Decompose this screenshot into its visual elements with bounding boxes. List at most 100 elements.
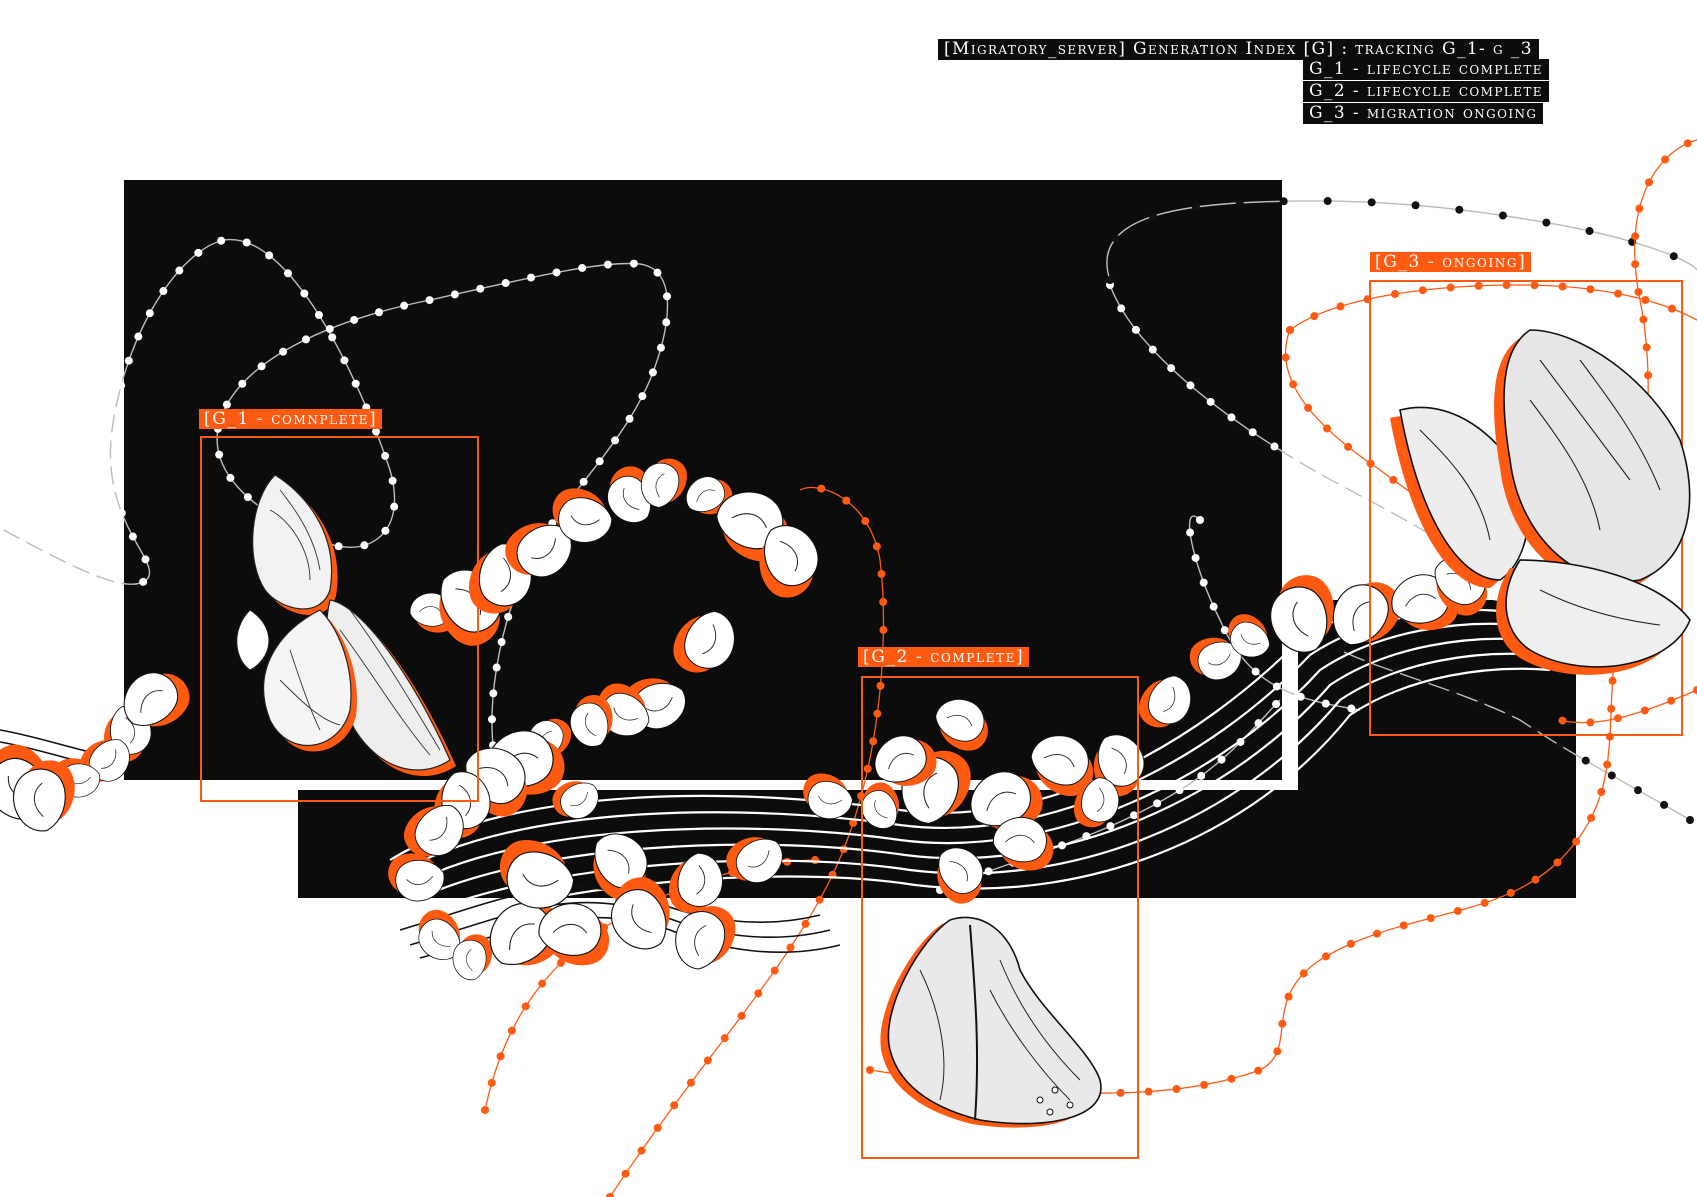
path-dot: [1360, 494, 1369, 503]
path-dot: [1530, 725, 1539, 734]
path-dot: [1446, 283, 1455, 292]
path-dot: [1321, 699, 1330, 708]
tag-g1: [G_1 - comnplete]: [199, 409, 383, 429]
path-dot: [1686, 816, 1694, 824]
path-dot: [770, 966, 779, 975]
path-dot: [1323, 424, 1332, 433]
path-dot: [1186, 528, 1195, 537]
path-dot: [1130, 811, 1139, 820]
path-dot: [653, 268, 662, 277]
tag-g2: [G_2 - complete]: [858, 647, 1030, 667]
path-dot: [656, 343, 665, 352]
path-dot: [265, 251, 274, 260]
path-dot: [1586, 718, 1595, 727]
path-dot: [1667, 304, 1676, 313]
path-dot: [1227, 1074, 1236, 1083]
path-dot: [786, 943, 795, 952]
path-dot: [1217, 755, 1226, 764]
flight-path-black-dots: [1106, 197, 1694, 824]
path-dot: [1191, 202, 1200, 211]
path-dot: [194, 248, 203, 257]
path-dot: [556, 958, 565, 967]
path-dot: [1411, 201, 1420, 210]
path-dot: [638, 392, 647, 401]
path-dot: [243, 493, 252, 502]
path-dot: [1323, 197, 1332, 206]
path-dot: [351, 379, 360, 388]
path-dot: [124, 356, 133, 365]
path-dot: [284, 269, 293, 278]
server-header: [Migratory_server] Generation Index [G] …: [938, 39, 1539, 60]
path-dot: [1273, 1047, 1282, 1056]
flight-path-white-dots: [0, 236, 1480, 894]
path-dot: [279, 347, 288, 356]
path-dot: [1587, 813, 1596, 822]
path-dot: [1346, 939, 1355, 948]
path-dot: [1235, 198, 1244, 207]
path-dot: [107, 432, 116, 441]
path-dot: [1279, 197, 1288, 206]
path-dot: [496, 1052, 505, 1061]
path-dot: [1585, 227, 1594, 236]
path-dot: [1344, 442, 1353, 451]
path-dot: [869, 737, 878, 746]
path-dot: [1531, 875, 1540, 884]
path-dot: [720, 1034, 729, 1043]
path-dot: [1660, 800, 1669, 809]
path-dot: [1373, 929, 1382, 938]
path-dot: [611, 436, 620, 445]
path-dot: [1337, 481, 1346, 490]
path-dot: [1148, 345, 1157, 354]
path-dot: [579, 477, 588, 486]
path-dot: [1367, 198, 1376, 207]
butterfly-icon: [1390, 329, 1691, 675]
path-dot: [1572, 837, 1581, 846]
path-dot: [1389, 475, 1398, 484]
path-dot: [866, 1066, 874, 1074]
path-dot: [552, 268, 561, 277]
path-dot: [1111, 234, 1120, 243]
path-dot: [1254, 1066, 1263, 1075]
path-dot: [861, 517, 870, 526]
path-dot: [1640, 706, 1649, 715]
path-dot: [1558, 716, 1567, 725]
path-dot: [18, 536, 27, 545]
path-dot: [41, 548, 50, 557]
path-dot: [538, 979, 547, 988]
path-dot: [1270, 442, 1279, 451]
path-dot: [381, 451, 390, 460]
path-dot: [300, 289, 309, 298]
path-dot: [388, 476, 397, 485]
path-dot: [1196, 516, 1204, 524]
path-dot: [1608, 676, 1617, 685]
path-dot: [595, 457, 604, 466]
status-line-g3: G_3 - migration ongoing: [1303, 103, 1544, 124]
path-dot: [1106, 822, 1115, 831]
path-dot: [1693, 686, 1697, 694]
path-dot: [1558, 282, 1567, 291]
path-dot: [301, 335, 310, 344]
path-dot: [648, 368, 657, 377]
path-dot: [1635, 204, 1644, 213]
path-dot: [175, 266, 184, 275]
path-dot: [159, 287, 168, 296]
path-dot: [134, 332, 143, 341]
path-dot: [145, 309, 154, 318]
path-dot: [1480, 898, 1489, 907]
path-dot: [578, 263, 587, 272]
path-dot: [1197, 771, 1206, 780]
path-dot: [877, 569, 886, 578]
path-dot: [1614, 289, 1623, 298]
path-dot: [1634, 287, 1643, 296]
path-dot: [1426, 914, 1435, 923]
path-dot: [1555, 741, 1564, 750]
path-dot: [1504, 710, 1513, 719]
path-dot: [1284, 992, 1293, 1001]
path-dot: [1200, 1080, 1209, 1089]
path-dot: [879, 597, 888, 606]
path-dot: [128, 532, 137, 541]
path-dot: [1607, 771, 1616, 780]
path-dot: [1131, 325, 1140, 334]
